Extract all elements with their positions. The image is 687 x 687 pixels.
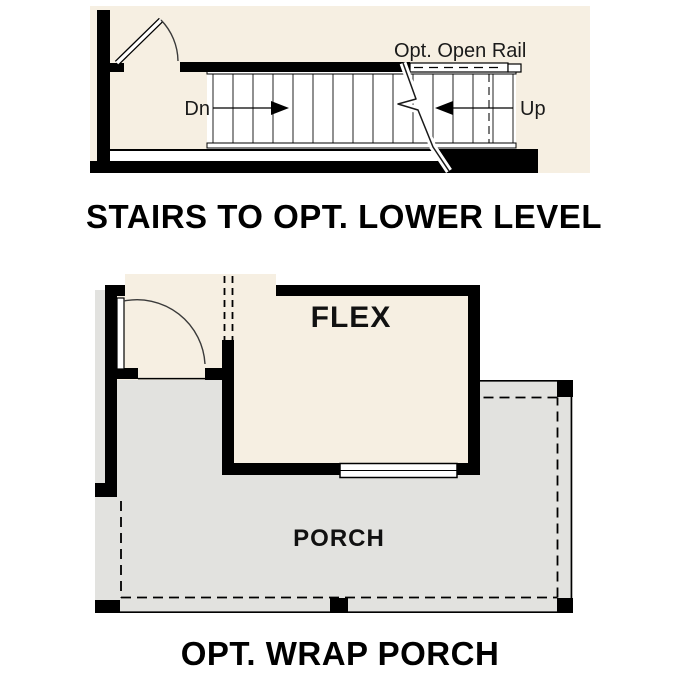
down-arrow-head [271, 101, 289, 115]
stairwell-notch [125, 274, 276, 296]
flex-window [339, 462, 458, 479]
porch-dashed-perimeter [120, 396, 559, 599]
stairs-door [114, 17, 179, 66]
stairs-top-wall [180, 62, 410, 72]
porch-label: PORCH [293, 525, 385, 552]
entry-door-leaf [116, 297, 125, 370]
up-arrow-head [435, 101, 453, 115]
up-arrow [435, 101, 513, 115]
cased-opening-dashes [223, 276, 234, 340]
flex-north-wall-stub [105, 285, 125, 296]
open-rail-label: Opt. Open Rail [394, 40, 526, 62]
stairs-door-swing-arc [160, 19, 179, 62]
flex-interior-wall [222, 340, 234, 475]
stairs-door-leaf [115, 18, 163, 65]
stairs-left-wall [97, 10, 110, 173]
stairs-bottom-wall [90, 161, 538, 173]
entry-door [116, 297, 206, 370]
flex-room-label: FLEX [311, 301, 392, 334]
west-wall-corner-stub [95, 483, 105, 497]
flex-west-wall [105, 285, 117, 497]
down-label: Dn [184, 98, 210, 120]
porch-post-bottom-right [557, 598, 573, 613]
stairwell-area [207, 70, 516, 149]
entry-wall-right-stub [205, 368, 234, 380]
flex-room-floor [117, 296, 468, 463]
down-arrow [213, 101, 289, 115]
open-rail [409, 62, 522, 73]
landing-edge-line [110, 149, 437, 151]
porch-post-bottom-left [95, 600, 120, 613]
porch-diagram-title: OPT. WRAP PORCH [181, 635, 500, 672]
stairs-bottom-wall-right [437, 149, 538, 173]
porch-diagram: FLEX PORCH [95, 274, 573, 613]
stairs-door-jamb-stub [110, 63, 124, 72]
open-rail-end-cap [507, 63, 522, 73]
landing-band [110, 151, 437, 161]
break-line [397, 62, 450, 172]
stair-bottom-rail [206, 142, 517, 149]
flex-east-wall [468, 285, 480, 475]
porch-right-area [480, 380, 573, 613]
entry-door-swing-arc [123, 299, 206, 365]
stairs-diagram-title: STAIRS TO OPT. LOWER LEVEL [86, 198, 602, 235]
stairs-diagram: Opt. Open Rail Dn Up [90, 6, 590, 173]
porch-post-bottom-middle [330, 598, 348, 613]
up-label: Up [520, 98, 546, 120]
entry-wall-left [105, 368, 138, 379]
flex-north-wall [276, 285, 480, 296]
porch-post-top-right [557, 380, 573, 397]
